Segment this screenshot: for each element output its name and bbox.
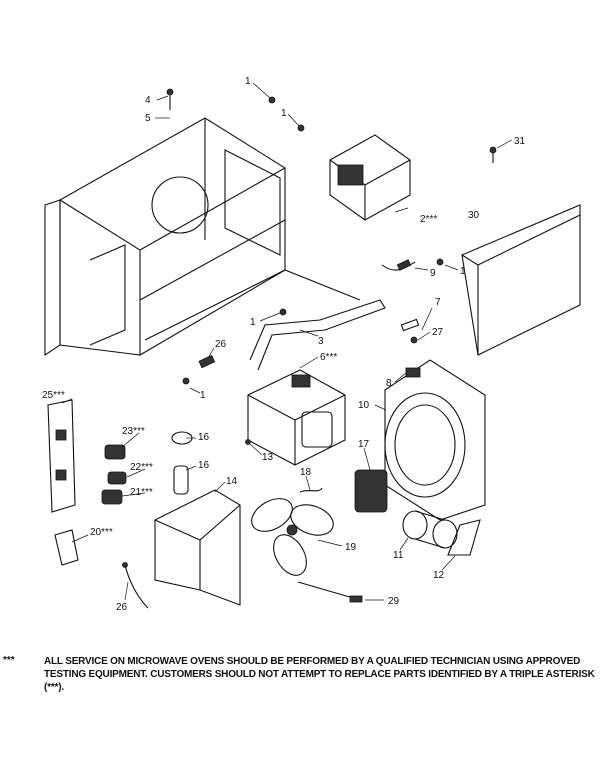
fan-shroud-part-10 — [384, 359, 486, 521]
callout-20: 20*** — [90, 527, 113, 538]
callout-19: 19 — [345, 542, 357, 553]
bracket-part-12 — [447, 519, 481, 556]
screw-part-4 — [166, 88, 174, 110]
callout-5: 5 — [145, 113, 151, 124]
capacitor-part-11 — [402, 510, 458, 549]
callout-10: 10 — [358, 400, 370, 411]
magnetron-part-6 — [247, 369, 346, 466]
callout-7: 7 — [435, 297, 441, 308]
callout-29: 29 — [388, 596, 400, 607]
cabinet-frame — [44, 117, 361, 357]
callout-2: 2*** — [420, 214, 437, 225]
leader-lines — [61, 82, 513, 601]
callout-31: 31 — [514, 136, 526, 147]
fan-motor-part-17 — [354, 469, 388, 513]
callout-25: 25*** — [42, 390, 65, 401]
noise-filter-part-7 — [400, 318, 420, 332]
callout-26: 26 — [116, 602, 128, 613]
callout-27: 27 — [432, 327, 444, 338]
part-31-clip — [489, 146, 497, 163]
exploded-parts-diagram: 1 1 1 1 1 2*** 3 4 5 6*** 7 8 9 10 11 12… — [42, 76, 581, 613]
thermal-part-18 — [299, 487, 323, 493]
triple-asterisk-marker: *** — [3, 655, 15, 666]
callout-26: 26 — [215, 339, 227, 350]
transformer-part-2 — [329, 134, 411, 221]
rear-cover-part-30 — [461, 204, 581, 356]
screw-part-1-top — [182, 96, 444, 385]
switch-part-21 — [101, 489, 123, 505]
fan-blade-part-19 — [251, 498, 334, 576]
service-notice-text: ALL SERVICE ON MICROWAVE OVENS SHOULD BE… — [44, 656, 595, 693]
air-guide-part-14 — [154, 489, 241, 606]
part-8-bracket — [405, 367, 421, 378]
callout-13: 13 — [262, 452, 274, 463]
lever-part-20 — [54, 529, 79, 566]
switch-part-23 — [104, 444, 126, 460]
callout-3: 3 — [318, 336, 324, 347]
part-28-screw — [198, 354, 216, 369]
latch-board-part-25 — [47, 399, 76, 513]
callout-6: 6*** — [320, 352, 337, 363]
callout-17: 17 — [358, 439, 370, 450]
callout-16: 16 — [198, 432, 210, 443]
callout-12: 12 — [433, 570, 445, 581]
wire-part-29 — [297, 581, 363, 603]
callout-22: 22*** — [130, 462, 153, 473]
callout-21: 21*** — [130, 487, 153, 498]
callout-1: 1 — [245, 76, 251, 87]
lamp-socket-part-16 — [171, 431, 193, 495]
bracket-part-3 — [249, 299, 386, 371]
wire-part-26 — [122, 562, 149, 609]
part-13-screw — [245, 439, 251, 445]
callout-23: 23*** — [122, 426, 145, 437]
part-27-screw — [410, 336, 418, 344]
callout-1: 1 — [200, 390, 206, 401]
wire-part-9 — [381, 259, 416, 271]
callout-1: 1 — [250, 317, 256, 328]
callout-8: 8 — [386, 378, 392, 389]
callout-14: 14 — [226, 476, 238, 487]
switch-part-22 — [107, 471, 127, 485]
callout-16: 16 — [198, 460, 210, 471]
callout-1: 1 — [460, 266, 466, 277]
callout-11: 11 — [393, 550, 404, 561]
callout-9: 9 — [430, 268, 436, 279]
callout-30: 30 — [468, 210, 480, 221]
callout-4: 4 — [145, 95, 151, 106]
callout-18: 18 — [300, 467, 312, 478]
callout-1: 1 — [281, 108, 287, 119]
callout-labels: 1 1 1 1 1 2*** 3 4 5 6*** 7 8 9 10 11 12… — [42, 76, 526, 613]
